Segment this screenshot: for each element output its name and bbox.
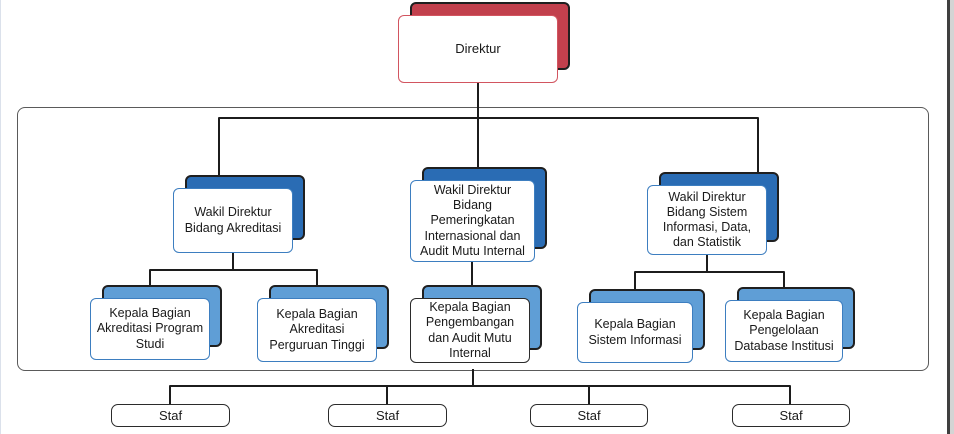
node-label: Kepala Bagian Akreditasi Perguruan Tingg… <box>257 298 377 362</box>
node-direktur-label: Direktur <box>398 15 558 83</box>
node-staf-2: Staf <box>328 404 447 427</box>
node-label: Kepala Bagian Sistem Informasi <box>577 302 693 363</box>
node-label: Wakil Direktur Bidang Sistem Informasi, … <box>647 185 767 255</box>
node-kabag-pengelolaan-database: Kepala Bagian Pengelolaan Database Insti… <box>725 287 855 362</box>
node-label: Wakil Direktur Bidang Pemeringkatan Inte… <box>410 180 535 262</box>
node-kabag-sistem-informasi: Kepala Bagian Sistem Informasi <box>577 289 705 363</box>
node-kabag-akreditasi-program-studi: Kepala Bagian Akreditasi Program Studi <box>90 285 222 360</box>
node-staf-4: Staf <box>732 404 850 427</box>
page-edge-line <box>947 0 950 434</box>
node-kabag-akreditasi-perguruan-tinggi: Kepala Bagian Akreditasi Perguruan Tingg… <box>257 285 389 362</box>
node-kabag-pengembangan-audit-mutu: Kepala Bagian Pengembangan dan Audit Mut… <box>410 285 542 363</box>
scan-edge-strip <box>950 0 954 434</box>
node-label: Wakil Direktur Bidang Akreditasi <box>173 188 293 253</box>
node-label: Kepala Bagian Pengembangan dan Audit Mut… <box>410 298 530 363</box>
node-label: Kepala Bagian Akreditasi Program Studi <box>90 298 210 360</box>
node-staf-3: Staf <box>530 404 648 427</box>
node-direktur: Direktur <box>398 2 570 83</box>
scan-left-edge <box>0 0 1 434</box>
node-label: Kepala Bagian Pengelolaan Database Insti… <box>725 300 843 362</box>
node-wakil-direktur-pemeringkatan: Wakil Direktur Bidang Pemeringkatan Inte… <box>410 167 547 262</box>
node-wakil-direktur-akreditasi: Wakil Direktur Bidang Akreditasi <box>173 175 305 253</box>
node-staf-1: Staf <box>111 404 230 427</box>
node-wakil-direktur-sistem-informasi: Wakil Direktur Bidang Sistem Informasi, … <box>647 172 779 255</box>
